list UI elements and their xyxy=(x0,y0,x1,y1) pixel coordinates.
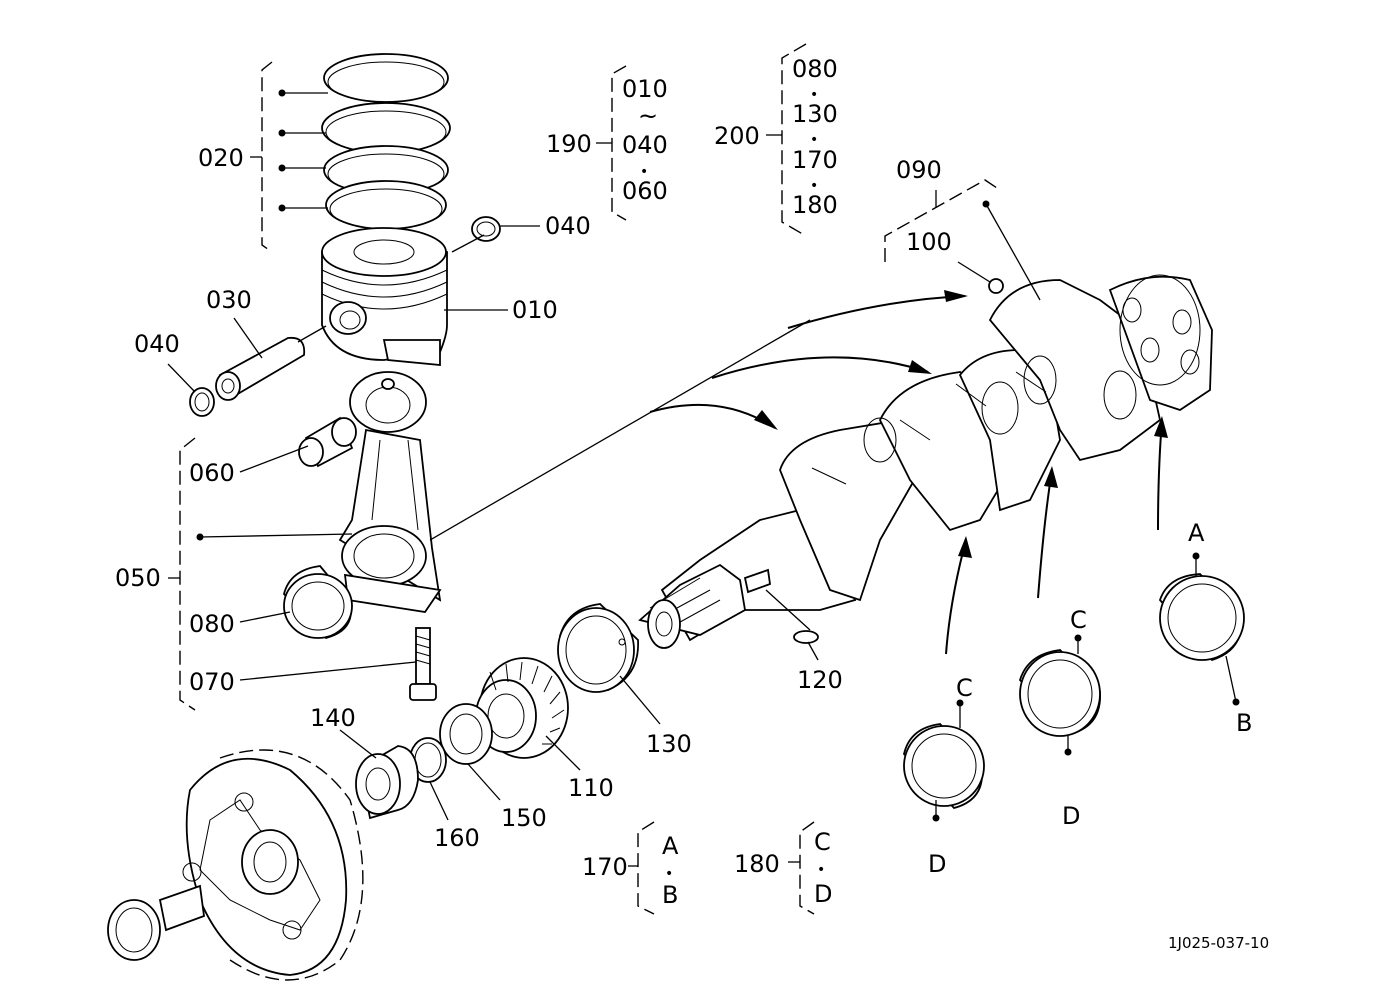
group-bracket-180 xyxy=(788,821,815,915)
group190-item-3: 060 xyxy=(622,177,668,205)
pulley-bolt xyxy=(107,884,205,961)
group200-item-3: 170 xyxy=(792,146,838,174)
group190-item-1: 010 xyxy=(622,75,668,103)
group200-item-1: 080 xyxy=(792,55,838,83)
group200-item-4: 180 xyxy=(792,191,838,219)
callout-120: 120 xyxy=(797,666,843,694)
bearing-letter-c-mid: C xyxy=(1070,606,1087,634)
bearing-mid-cd xyxy=(1018,634,1101,756)
callout-160: 160 xyxy=(434,824,480,852)
callout-180: 180 xyxy=(734,850,780,878)
assembly-arrows xyxy=(649,290,1168,655)
bearing-letter-d-left: D xyxy=(928,850,946,878)
piston xyxy=(321,227,448,366)
group-bracket-170 xyxy=(628,821,655,915)
group190-tilde: ~ xyxy=(638,102,658,130)
group180-item-2: D xyxy=(814,880,832,908)
callout-110: 110 xyxy=(568,774,614,802)
connecting-rod xyxy=(338,371,442,613)
big-end-bearing xyxy=(239,565,353,640)
thrust-washer-150 xyxy=(439,703,501,801)
group-bracket-050 xyxy=(168,319,811,711)
small-end-bushing xyxy=(239,416,357,473)
key xyxy=(765,589,819,661)
callout-090: 090 xyxy=(896,156,942,184)
bearing-right-ab xyxy=(1158,552,1245,706)
group-bracket-090 xyxy=(884,179,1041,301)
callout-050: 050 xyxy=(115,564,161,592)
group180-dot: • xyxy=(817,862,825,878)
circlip-left xyxy=(167,363,215,417)
callout-030: 030 xyxy=(206,286,252,314)
callout-020: 020 xyxy=(198,144,244,172)
group-bracket-190 xyxy=(596,65,627,221)
circlip-right xyxy=(451,216,540,253)
callout-040-right: 040 xyxy=(545,212,591,240)
callout-150: 150 xyxy=(501,804,547,832)
callout-140: 140 xyxy=(310,704,356,732)
bearing-letter-c-left: C xyxy=(956,674,973,702)
callout-170: 170 xyxy=(582,853,628,881)
group170-item-2: B xyxy=(662,881,678,909)
callout-080: 080 xyxy=(189,610,235,638)
bearing-left-cd xyxy=(903,699,985,822)
crank-pulley xyxy=(182,749,364,981)
group200-dot-1: • xyxy=(810,87,818,103)
callout-070: 070 xyxy=(189,668,235,696)
group170-dot: • xyxy=(665,866,673,882)
group190-dot: • xyxy=(640,164,648,180)
rod-bolt xyxy=(239,627,437,701)
figure-reference-code: 1J025-037-10 xyxy=(1168,934,1269,952)
main-bearing-130 xyxy=(557,603,661,725)
group-bracket-020 xyxy=(250,61,328,253)
crank-gear xyxy=(475,657,581,771)
callout-060: 060 xyxy=(189,459,235,487)
group-bracket-200 xyxy=(766,43,807,237)
callout-190: 190 xyxy=(546,130,592,158)
crankshaft xyxy=(638,274,1213,649)
callout-100: 100 xyxy=(906,228,952,256)
piston-pin xyxy=(215,317,327,401)
group200-dot-2: • xyxy=(810,132,818,148)
group190-item-2: 040 xyxy=(622,131,668,159)
callout-040-left: 040 xyxy=(134,330,180,358)
bearing-letter-b: B xyxy=(1236,709,1252,737)
callout-200: 200 xyxy=(714,122,760,150)
callout-010: 010 xyxy=(512,296,558,324)
group170-item-1: A xyxy=(662,832,679,860)
callout-130: 130 xyxy=(646,730,692,758)
group180-item-1: C xyxy=(814,828,831,856)
bearing-letter-d-mid: D xyxy=(1062,802,1080,830)
group200-dot-3: • xyxy=(810,178,818,194)
group200-item-2: 130 xyxy=(792,100,838,128)
piston-rings xyxy=(321,53,451,230)
collar-140 xyxy=(339,729,419,820)
bearing-letter-a: A xyxy=(1188,519,1205,547)
